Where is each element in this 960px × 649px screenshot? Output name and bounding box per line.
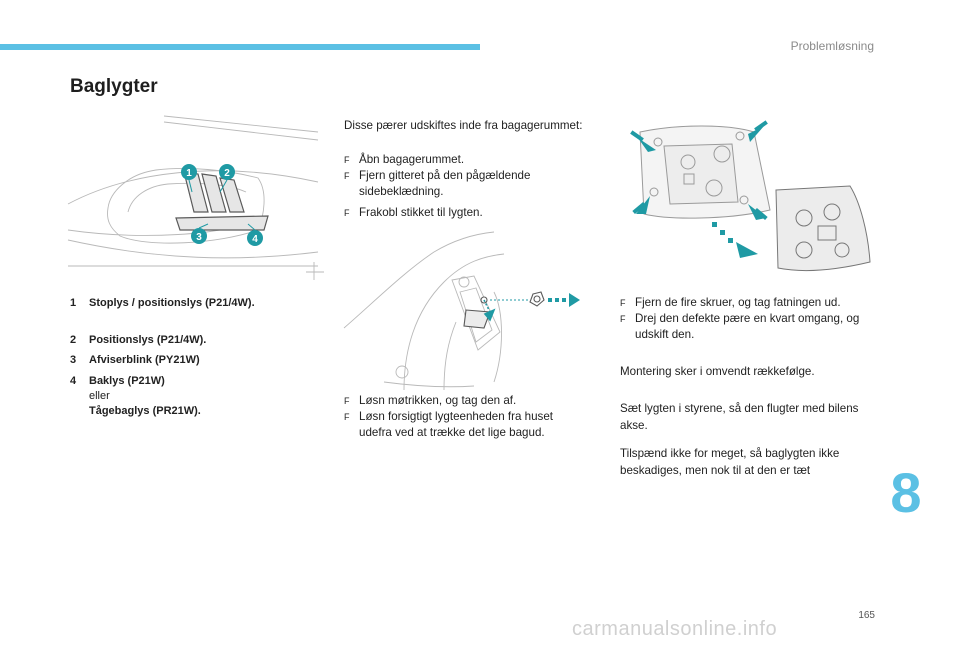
callout-2-label: 2 bbox=[224, 168, 230, 179]
callout-1-label: 1 bbox=[186, 168, 192, 179]
watermark: carmanualsonline.info bbox=[572, 618, 778, 640]
callout-4 bbox=[247, 230, 263, 246]
chapter-name: Problemløsning bbox=[790, 39, 874, 53]
bulb-holder-illustration bbox=[630, 120, 871, 271]
callout-1 bbox=[181, 164, 197, 180]
callout-2 bbox=[219, 164, 235, 180]
note-mounting: Montering sker i omvendt rækkefølge. bbox=[620, 365, 815, 378]
page-number: 165 bbox=[858, 610, 875, 621]
chapter-tab: 8 bbox=[890, 461, 922, 524]
note-rails: Sæt lygten i styrene, så den flugter med… bbox=[620, 402, 859, 432]
page-title: Baglygter bbox=[70, 76, 158, 97]
header-accent-bar bbox=[0, 44, 480, 50]
rear-light-illustration: 1 2 3 4 bbox=[67, 115, 324, 280]
callout-3-label: 3 bbox=[196, 232, 202, 243]
note-tighten: Tilspænd ikke for meget, så baglygten ik… bbox=[620, 447, 840, 477]
intro-text: Disse pærer udskiftes inde fra bagagerum… bbox=[344, 119, 583, 132]
callout-3 bbox=[191, 228, 207, 244]
callout-4-label: 4 bbox=[252, 234, 258, 245]
trunk-nut-illustration bbox=[343, 231, 580, 391]
